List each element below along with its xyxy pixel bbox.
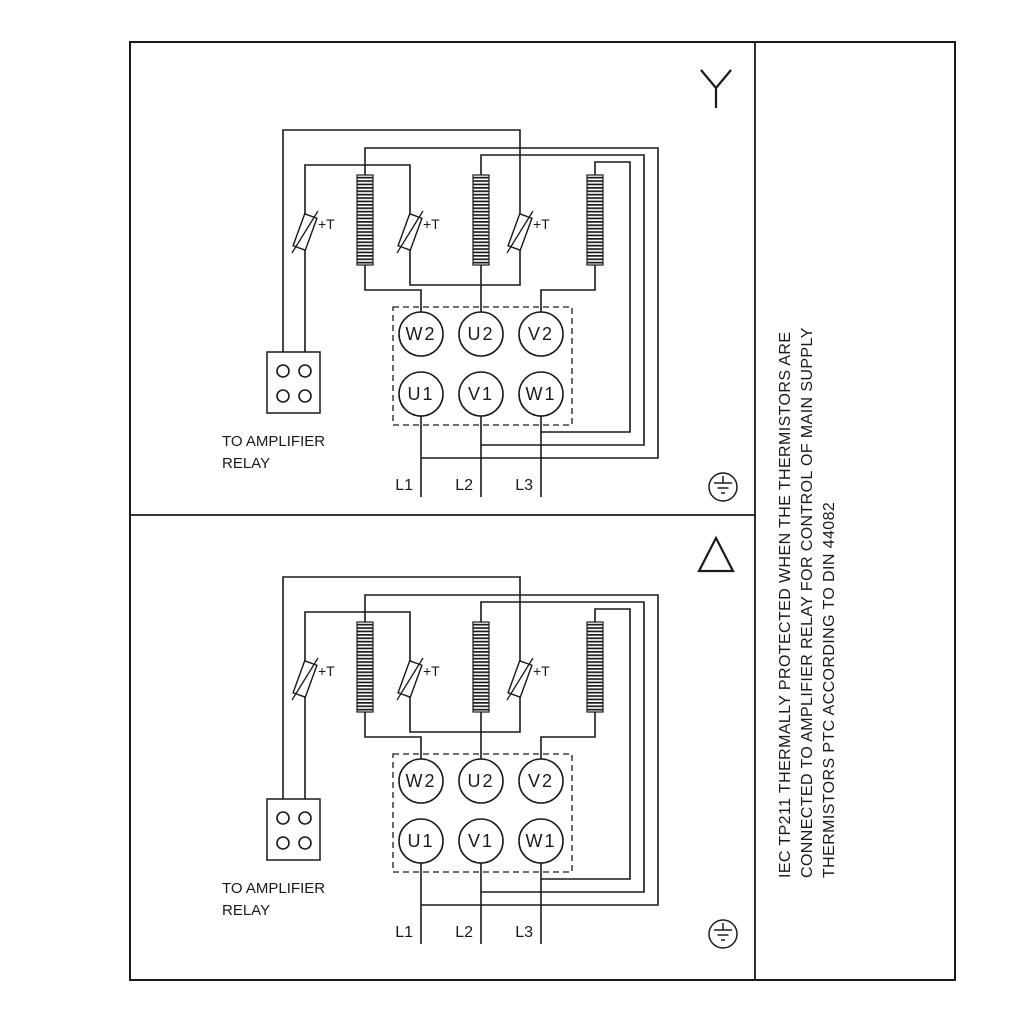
delta-wiring-panel — [221, 576, 738, 949]
star-wiring-panel — [221, 129, 738, 502]
side-note-line2: CONNECTED TO AMPLIFIER RELAY FOR CONTROL… — [799, 327, 816, 878]
side-note-line3: THERMISTORS PTC ACCORDING TO DIN 44082 — [821, 502, 838, 878]
delta-connection-icon — [697, 535, 735, 573]
side-note-line1: IEC TP211 THERMALLY PROTECTED WHEN THE T… — [777, 332, 794, 878]
star-connection-icon — [700, 69, 732, 108]
drawing-border — [129, 41, 956, 981]
